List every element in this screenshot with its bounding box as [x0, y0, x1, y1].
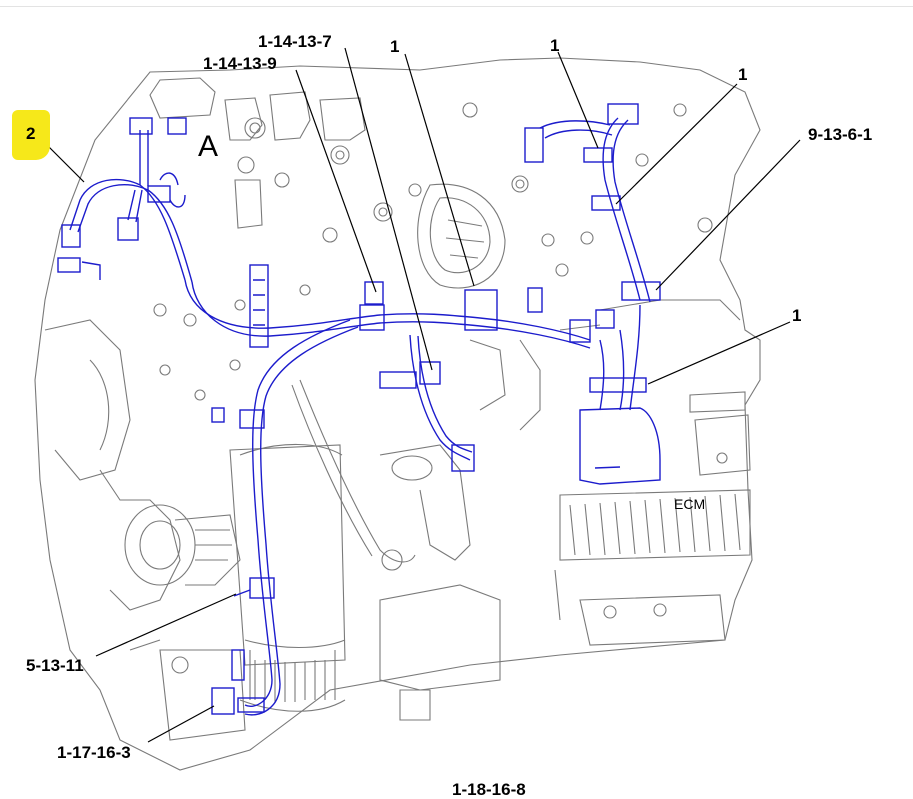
callout-9-13-6-1: 9-13-6-1 — [808, 125, 873, 144]
wiring-harness — [57, 103, 661, 716]
callout-1-14-13-7: 1-14-13-7 — [258, 32, 332, 51]
callout-1-14-13-9: 1-14-13-9 — [203, 54, 277, 73]
callout-bottom-cut: 1-18-16-8 — [452, 780, 526, 799]
callout-1-17-16-3: 1-17-16-3 — [57, 743, 131, 762]
callout-1-a: 1 — [390, 37, 400, 56]
top-divider — [0, 6, 913, 7]
leader-lines — [41, 47, 801, 743]
ecm-label: ECM — [674, 496, 706, 512]
engine-line-art — [34, 57, 761, 771]
callout-2-highlight: 2 — [12, 110, 50, 160]
callout-1-b: 1 — [550, 36, 560, 55]
callout-5-13-11: 5-13-11 — [26, 656, 84, 675]
callout-1-c: 1 — [738, 65, 748, 84]
callout-2-label: 2 — [26, 124, 36, 143]
callout-1-d: 1 — [792, 306, 802, 325]
view-letter: A — [198, 130, 219, 163]
